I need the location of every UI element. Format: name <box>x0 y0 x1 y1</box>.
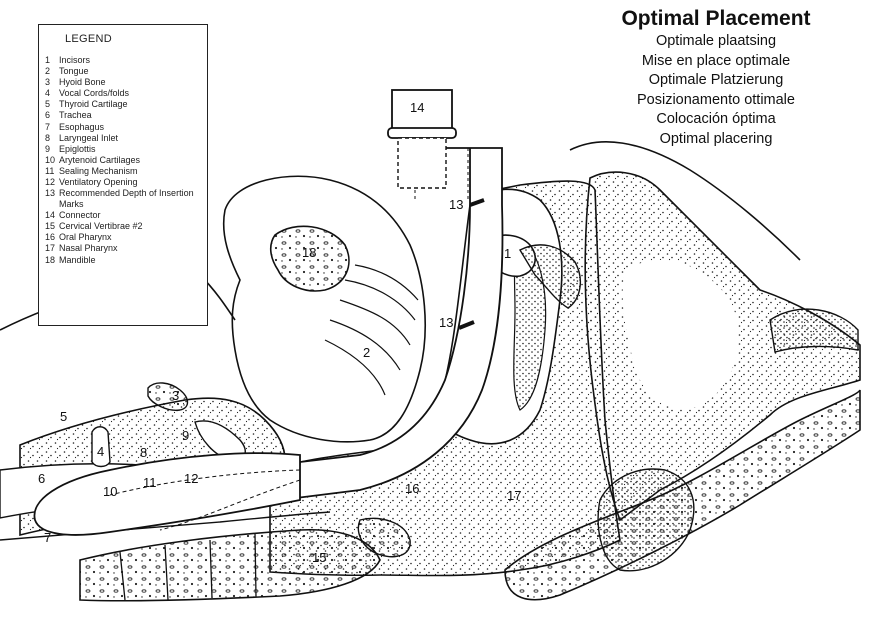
label-arytenoid: 10 <box>103 485 117 499</box>
label-hyoid: 3 <box>172 389 179 403</box>
label-thyroid: 5 <box>60 410 67 424</box>
title-translation-italian: Posizionamento ottimale <box>566 91 866 111</box>
label-vocal-cords: 4 <box>97 445 104 459</box>
label-laryngeal-inlet: 8 <box>140 446 147 460</box>
title-block: Optimal Placement Optimale plaatsing Mis… <box>566 6 866 149</box>
label-sealing: 11 <box>143 476 157 490</box>
title-translation-german: Optimale Platzierung <box>566 71 866 91</box>
label-depth-mark-upper: 13 <box>449 198 463 212</box>
tongue-mass <box>224 176 426 442</box>
label-trachea: 6 <box>38 472 45 486</box>
legend-title: LEGEND <box>65 33 112 45</box>
label-connector: 14 <box>410 101 424 115</box>
vertebrae-row <box>80 530 380 601</box>
turbinate-upper <box>770 309 858 352</box>
label-epiglottis: 9 <box>182 429 189 443</box>
label-tongue: 2 <box>363 346 370 360</box>
main-title: Optimal Placement <box>566 6 866 32</box>
label-ventilatory: 12 <box>184 472 198 486</box>
label-nasal-pharynx: 17 <box>507 489 521 503</box>
label-vertebrae: 15 <box>312 551 326 565</box>
connector-flange <box>388 128 456 138</box>
connector-stem <box>398 138 446 188</box>
title-translation-spanish: Colocación óptima <box>566 110 866 130</box>
title-translation-danish: Optimal placering <box>566 130 866 150</box>
title-translation-french: Mise en place optimale <box>566 52 866 72</box>
title-translation-dutch: Optimale plaatsing <box>566 32 866 52</box>
label-oral-pharynx: 16 <box>405 482 419 496</box>
label-mandible: 18 <box>302 246 316 260</box>
label-depth-mark-lower: 13 <box>439 316 453 330</box>
label-incisors: 1 <box>504 247 511 261</box>
label-esophagus: 7 <box>44 531 51 545</box>
